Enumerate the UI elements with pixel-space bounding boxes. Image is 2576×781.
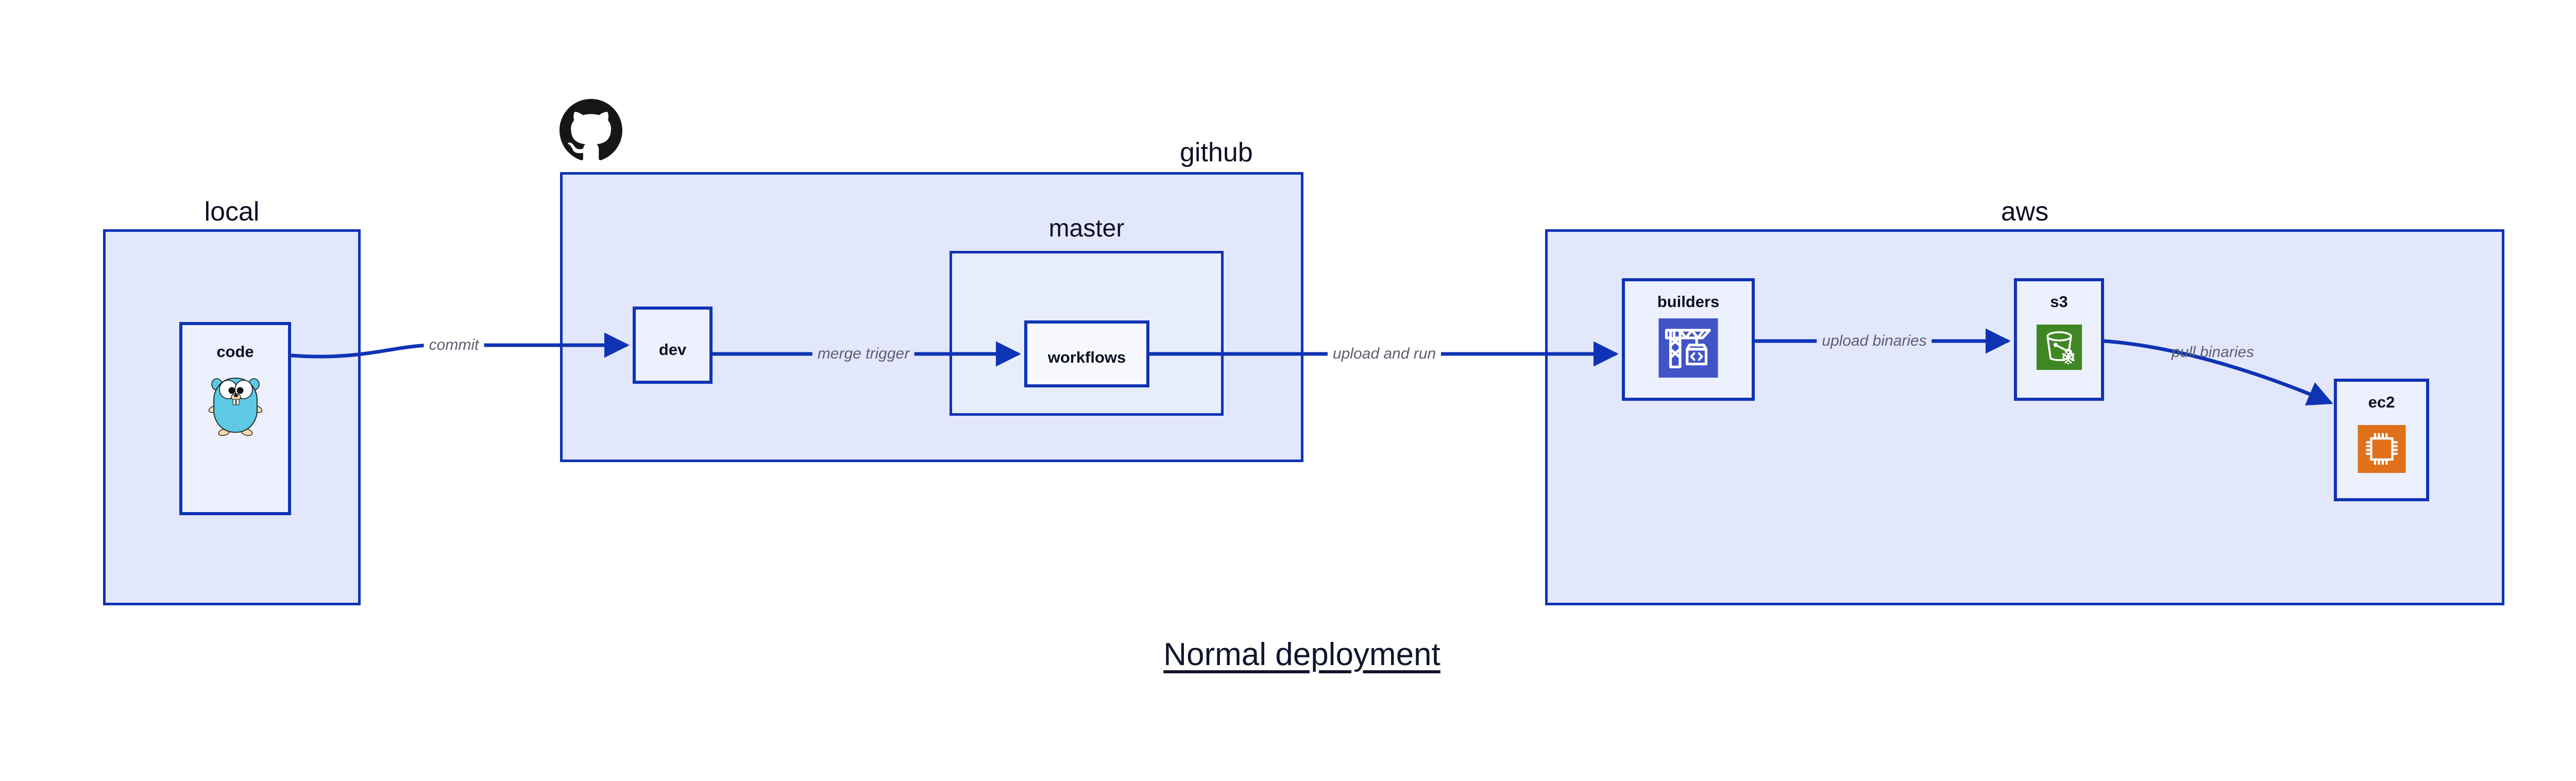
node-label-code: code: [216, 343, 254, 361]
edge-label-upload-binaries: upload binaries: [1817, 333, 1932, 349]
node-label-builders: builders: [1657, 293, 1720, 311]
node-builders[interactable]: builders: [1622, 278, 1755, 401]
node-s3[interactable]: s3: [2014, 278, 2104, 401]
github-octocat-icon: [560, 99, 622, 162]
go-gopher-icon: [207, 374, 264, 436]
page-title: Normal deployment: [1163, 637, 1440, 672]
aws-ec2-icon: [2358, 425, 2405, 473]
node-label-workflows: workflows: [1047, 348, 1126, 366]
edge-label-pull-binaries: pull binaries: [2171, 344, 2255, 361]
edge-label-upload-and-run: upload and run: [1327, 346, 1442, 362]
aws-s3-glacier-icon: [2036, 325, 2082, 370]
node-dev[interactable]: dev: [633, 307, 713, 384]
group-label-aws: aws: [2001, 197, 2049, 227]
aws-codebuild-icon: [1658, 318, 1718, 378]
node-label-s3: s3: [2050, 293, 2068, 311]
node-ec2[interactable]: ec2: [2334, 379, 2429, 501]
group-label-master: master: [1048, 215, 1125, 242]
edge-label-merge-trigger: merge trigger: [812, 346, 915, 362]
node-label-dev: dev: [658, 341, 687, 359]
node-label-ec2: ec2: [2368, 393, 2395, 411]
node-code[interactable]: code: [179, 322, 291, 515]
edge-label-commit: commit: [423, 337, 484, 353]
group-label-github: github: [1180, 138, 1253, 167]
group-label-local: local: [204, 197, 260, 227]
node-workflows[interactable]: workflows: [1024, 320, 1149, 387]
